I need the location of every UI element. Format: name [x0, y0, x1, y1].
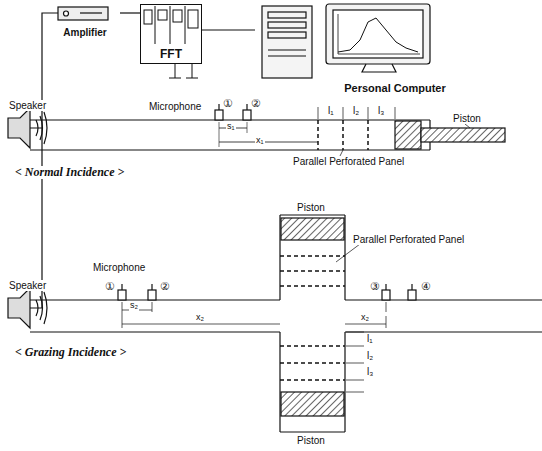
dimension: l₃: [377, 105, 385, 116]
section-title: < Normal Incidence >: [14, 166, 125, 179]
device-label: Personal Computer: [344, 82, 445, 94]
dimension: s₁: [226, 122, 236, 132]
panel-label: Parallel Perforated Panel: [352, 234, 465, 245]
callout-number: ①: [104, 280, 116, 292]
panel-label: Parallel Perforated Panel: [292, 156, 405, 167]
signal-cable: [120, 12, 140, 13]
dimension: s₂: [129, 301, 139, 311]
device-label: FFT: [160, 47, 182, 61]
dimension: x₂: [195, 313, 205, 323]
dimension: l₁: [327, 105, 335, 116]
microphone-label: Microphone: [148, 101, 202, 112]
analyzer-box: FFT: [140, 4, 202, 64]
section-title: < Grazing Incidence >: [14, 346, 127, 359]
piston-label: Piston: [452, 113, 482, 124]
callout-number: ③: [369, 280, 381, 292]
microphone-label: Microphone: [92, 262, 146, 273]
device-box: Amplifier: [50, 4, 120, 40]
device-box: Personal Computer: [255, 2, 535, 96]
callout-number: ②: [250, 97, 262, 109]
device-label: Amplifier: [63, 27, 106, 38]
dimension: l₁: [366, 333, 374, 344]
speaker-label: Speaker: [8, 100, 47, 111]
dimension: l₂: [352, 105, 360, 116]
dimension: x₁: [255, 136, 265, 146]
amplifier-body: [58, 7, 108, 20]
callout-number: ④: [420, 280, 432, 292]
dimension: l₃: [366, 366, 374, 377]
piston-label: Piston: [296, 435, 326, 446]
callout-number: ②: [159, 280, 171, 292]
dimension: l₂: [366, 350, 374, 361]
signal-cable: [202, 29, 255, 30]
callout-number: ①: [222, 97, 234, 109]
piston-label: Piston: [296, 202, 326, 213]
speaker-label: Speaker: [8, 280, 47, 291]
dimension: x₂: [360, 313, 370, 323]
